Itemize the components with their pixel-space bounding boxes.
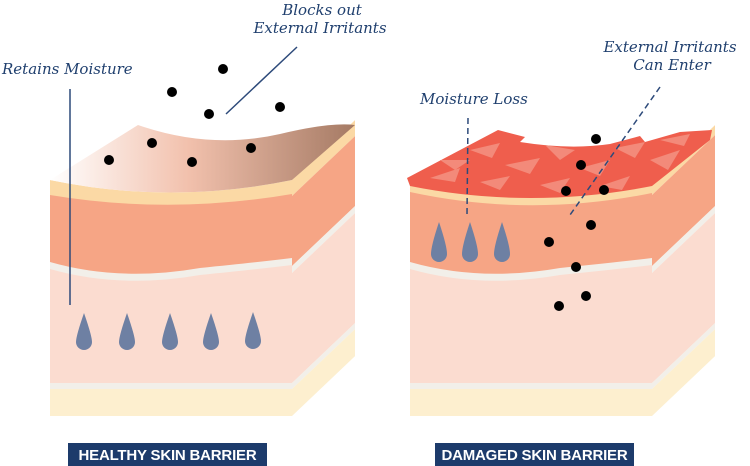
- irritant-dot: [586, 220, 596, 230]
- healthy-front-face: [50, 180, 292, 416]
- blocks-irritants-annotation-line2: External Irritants: [252, 19, 386, 37]
- healthy-skin-block: [50, 120, 355, 416]
- irritant-dot: [147, 138, 157, 148]
- droplet-icon: [162, 313, 178, 350]
- droplet-icon: [245, 312, 261, 349]
- irritant-dot: [187, 157, 197, 167]
- irritants-enter-leader-line: [569, 86, 661, 216]
- irritant-dot: [581, 291, 591, 301]
- healthy-skin-barrier-caption: HEALTHY SKIN BARRIER: [68, 443, 267, 466]
- damaged-side-face: [652, 125, 715, 416]
- irritant-dot: [246, 143, 256, 153]
- irritant-dot: [104, 155, 114, 165]
- droplet-icon: [462, 222, 478, 262]
- healthy-moisture-droplets: [76, 312, 261, 350]
- moisture-loss-annotation: Moisture Loss: [419, 90, 528, 108]
- blocks-irritants-annotation-line1: Blocks out: [281, 1, 362, 19]
- droplet-icon: [494, 222, 510, 262]
- irritant-dot: [561, 186, 571, 196]
- retains-moisture-annotation: Retains Moisture: [1, 60, 133, 78]
- droplet-icon: [203, 313, 219, 350]
- damaged-moisture-droplets: [431, 222, 510, 262]
- irritant-dot: [599, 185, 609, 195]
- irritant-dot: [571, 262, 581, 272]
- irritants-enter-annotation-line1: External Irritants: [602, 38, 736, 56]
- damaged-irritants: [544, 134, 609, 311]
- damaged-top-surface: [407, 130, 712, 198]
- healthy-irritants: [104, 64, 285, 167]
- damaged-skin-barrier-caption: DAMAGED SKIN BARRIER: [435, 443, 634, 466]
- irritant-dot: [275, 102, 285, 112]
- irritant-dot: [591, 134, 601, 144]
- damaged-skin-block: [407, 125, 715, 416]
- irritant-dot: [218, 64, 228, 74]
- irritant-dot: [576, 160, 586, 170]
- moisture-loss-leader-line: [466, 117, 469, 216]
- irritant-dot: [167, 87, 177, 97]
- healthy-side-face: [292, 120, 355, 416]
- droplet-icon: [431, 222, 447, 262]
- damaged-front-face: [410, 184, 652, 416]
- irritant-dot: [544, 237, 554, 247]
- droplet-icon: [76, 313, 92, 350]
- irritant-dot: [204, 109, 214, 119]
- irritant-dot: [554, 301, 564, 311]
- droplet-icon: [119, 313, 135, 350]
- irritants-enter-annotation-line2: Can Enter: [633, 56, 711, 74]
- healthy-top-surface: [50, 124, 355, 193]
- blocks-irritants-leader-line: [225, 46, 298, 115]
